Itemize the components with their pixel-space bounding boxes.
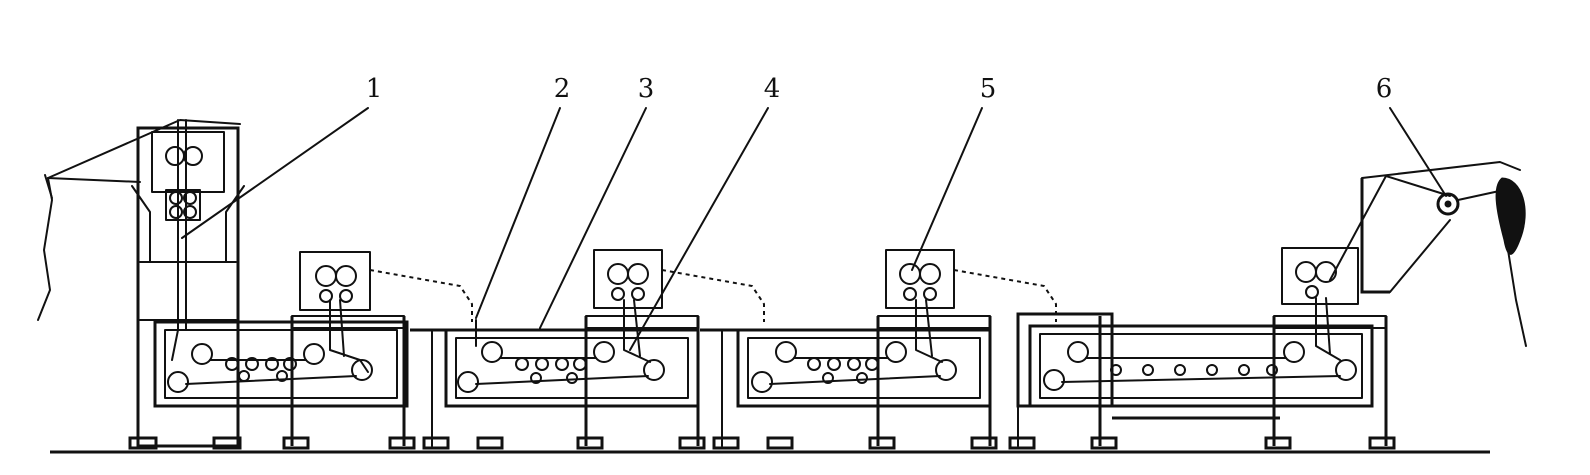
- exit-takeoff: [1329, 161, 1527, 347]
- leader-line-3: [539, 107, 647, 329]
- leader-line-2: [475, 107, 561, 319]
- tank-2: [410, 249, 765, 450]
- leader-line-1: [181, 107, 369, 239]
- leader-line-4: [629, 107, 769, 351]
- callout-3: 3: [637, 74, 655, 104]
- leader-line-6: [1389, 107, 1447, 197]
- leader-lines: [181, 107, 1447, 351]
- entry-tower: [37, 119, 245, 450]
- callout-1: 1: [365, 74, 383, 104]
- callout-5: 5: [979, 74, 997, 104]
- callout-2: 2: [553, 74, 571, 104]
- tank-4: [1008, 247, 1396, 450]
- leader-line-5: [911, 107, 983, 271]
- tank-3: [700, 249, 1057, 450]
- callout-4: 4: [763, 74, 781, 104]
- callout-6: 6: [1375, 74, 1393, 104]
- tank-1: [153, 251, 473, 450]
